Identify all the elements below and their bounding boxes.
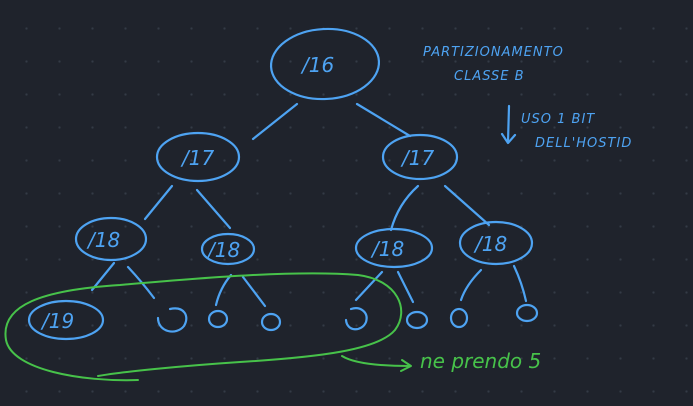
node-leaf-2 [156,307,188,333]
edge-l2d-leaf7 [459,268,483,302]
label-leaf-1: /19 [40,309,74,333]
node-leaf-5 [344,307,368,331]
label-level2-4: /18 [473,232,507,256]
edge-l2b-leaf4 [241,275,267,308]
label-level1-right: /17 [400,146,434,170]
node-leaf-4 [260,312,282,332]
edge-root-right [355,102,412,138]
edge-l2c-leaf6 [396,270,415,304]
arrow-down [506,104,511,144]
node-level1-right [381,133,459,181]
node-level2-4 [458,220,534,266]
edge-l1l-l2a [143,184,174,221]
arrow-down-head [500,132,517,145]
note-bit-line1: USO 1 BIT [521,112,595,127]
node-level2-1 [74,216,148,262]
selection-loop [4,272,403,382]
selection-arrow-head [400,359,412,372]
edge-l1r-l2c [389,184,420,232]
annotation-text: ne prendo 5 [420,349,541,373]
node-root [269,27,381,101]
label-root: /16 [300,53,334,77]
label-level2-2: /18 [206,238,240,262]
selection-arrow [341,355,411,367]
node-leaf-7 [449,307,469,329]
node-leaf-6 [405,310,429,330]
edge-root-left [251,102,299,141]
label-level1-left: /17 [180,146,214,170]
note-bit-line2: DELL'HOSTID [535,136,632,151]
edge-l2a-leaf1 [90,261,116,292]
edge-l1r-l2d [443,184,491,227]
node-leaf-8 [515,303,539,323]
edge-l2c-leaf5 [354,270,384,302]
node-leaf-1 [27,299,105,341]
node-level2-3 [354,227,434,269]
edge-l2d-leaf8 [512,264,528,303]
node-leaf-3 [207,309,229,329]
edge-l2b-leaf3 [214,273,233,307]
node-level1-left [155,131,241,183]
label-level2-3: /18 [370,237,404,261]
note-title-line2: CLASSE B [454,69,525,84]
note-title-line1: PARTIZIONAMENTO [423,45,564,60]
edge-l1l-l2b [195,188,232,230]
label-level2-1: /18 [86,228,120,252]
node-level2-2 [200,232,256,266]
